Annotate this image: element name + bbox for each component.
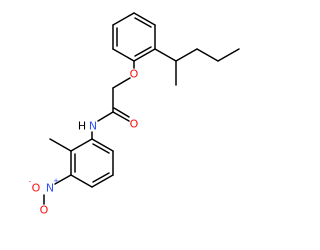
double-bond-line	[134, 17, 152, 28]
bond	[154, 48, 177, 62]
bond	[112, 111, 130, 122]
phenoxy-ring	[112, 12, 156, 62]
bond	[97, 111, 114, 122]
double-bond-line	[92, 172, 110, 183]
sec-butyl-group	[154, 48, 240, 86]
anilide-ring	[70, 138, 114, 188]
nitro-oxygen-label: O	[32, 182, 41, 195]
bond	[196, 48, 219, 62]
double-bond-line	[113, 107, 130, 118]
amide-hydrogen-label: H	[78, 120, 86, 133]
amide-nitrogen-label: N	[89, 120, 97, 133]
oxyacetamide-linker	[91, 60, 135, 140]
bond	[217, 48, 240, 62]
bond	[91, 174, 114, 188]
bond	[112, 48, 135, 62]
nitro-nitrogen-charge: +	[53, 177, 59, 185]
bond	[70, 138, 93, 152]
bond	[70, 174, 93, 188]
bond	[133, 48, 156, 62]
molecule-structure: O O N H N + O - O	[29, 12, 240, 217]
ether-oxygen-label: O	[130, 68, 139, 81]
carbonyl-oxygen-label: O	[130, 118, 139, 131]
bond	[54, 174, 72, 185]
double-bond-line	[134, 46, 152, 57]
bond	[175, 48, 198, 62]
nitro-nitrogen-label: N	[46, 182, 54, 195]
bond	[91, 138, 114, 152]
ring-substituents	[43, 138, 72, 205]
nitro-oxygen-charge: -	[29, 178, 32, 186]
bond	[112, 12, 135, 26]
bond	[112, 77, 131, 89]
double-bond-line	[92, 143, 110, 154]
bond	[133, 12, 156, 26]
nitro-oxygen-double-label: O	[40, 204, 49, 217]
methyl-bond	[49, 138, 72, 152]
